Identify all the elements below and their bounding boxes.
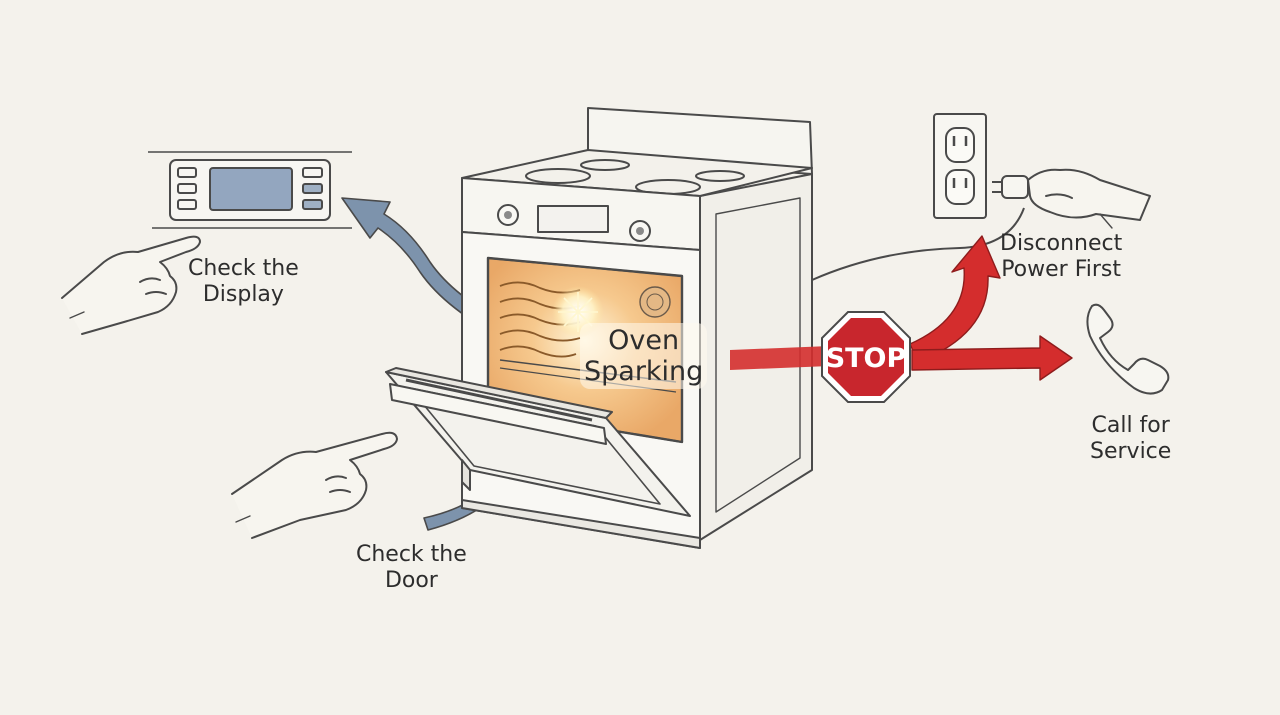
label-call-service-line2: Service (1090, 439, 1172, 464)
arrow-to-call-service (911, 335, 1073, 381)
pointing-hand-door (231, 431, 398, 539)
label-oven-sparking: Oven Sparking (580, 323, 708, 389)
label-check-door: Check the Door (356, 542, 467, 594)
oven-illustration (385, 107, 813, 549)
label-disconnect-power-line2: Power First (1001, 257, 1122, 282)
phone-icon (1086, 303, 1170, 395)
label-call-service-line1: Call for (1091, 413, 1170, 438)
stop-sign: STOP (821, 311, 911, 403)
label-check-display-line1: Check the (188, 256, 299, 281)
spark-icon (558, 292, 598, 332)
label-check-display: Check the Display (188, 256, 299, 308)
display-panel-illustration (148, 151, 352, 229)
power-cord (811, 207, 1025, 281)
label-check-door-line2: Door (384, 568, 438, 593)
wall-outlet-icon (933, 113, 987, 219)
arrow-from-oven-to-stop (730, 346, 830, 370)
label-check-display-line2: Display (202, 282, 284, 307)
arrow-to-disconnect (909, 235, 1001, 363)
stop-sign-text: STOP (826, 343, 907, 374)
label-oven-sparking-line2: Sparking (584, 356, 704, 387)
pointing-hand-display (61, 235, 201, 335)
hand-pulling-plug (1027, 168, 1151, 229)
plug-icon (992, 175, 1029, 199)
label-oven-sparking-line1: Oven (608, 325, 680, 356)
label-disconnect-power-line1: Disconnect (1000, 231, 1123, 256)
label-call-service: Call for Service (1090, 413, 1171, 465)
label-disconnect-power: Disconnect Power First (1000, 231, 1122, 283)
label-check-door-line1: Check the (356, 542, 467, 567)
